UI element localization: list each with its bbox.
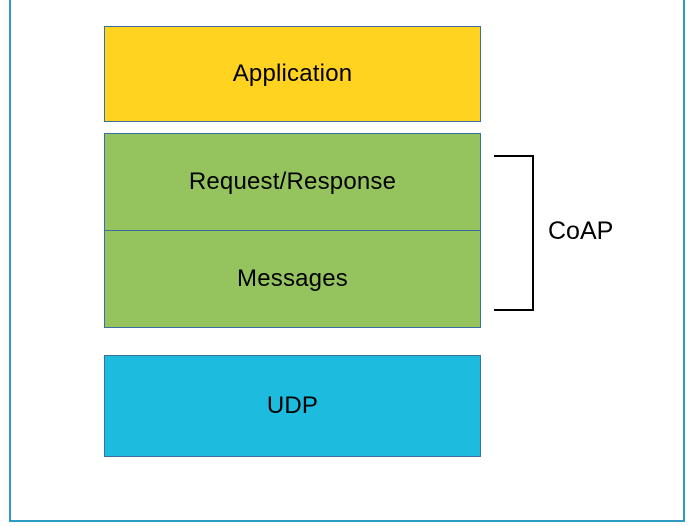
- layer-box-application: Application: [104, 26, 481, 122]
- frame-left-border: [9, 0, 11, 522]
- coap-group-bracket: [494, 155, 534, 311]
- frame-right-border: [683, 0, 685, 522]
- bracket-bottom-arm: [494, 309, 534, 311]
- coap-group-label: CoAP: [548, 217, 614, 245]
- frame-bottom-border: [9, 520, 685, 522]
- bracket-stem: [532, 155, 534, 311]
- layer-label-messages: Messages: [237, 265, 348, 292]
- layer-label-udp: UDP: [266, 392, 319, 419]
- bracket-top-arm: [494, 155, 534, 157]
- layer-box-udp: UDP: [104, 355, 481, 457]
- layer-box-request-response: Request/Response: [104, 133, 481, 231]
- layer-label-request-response: Request/Response: [188, 168, 397, 195]
- layer-label-application: Application: [232, 60, 353, 87]
- layer-box-messages: Messages: [104, 231, 481, 328]
